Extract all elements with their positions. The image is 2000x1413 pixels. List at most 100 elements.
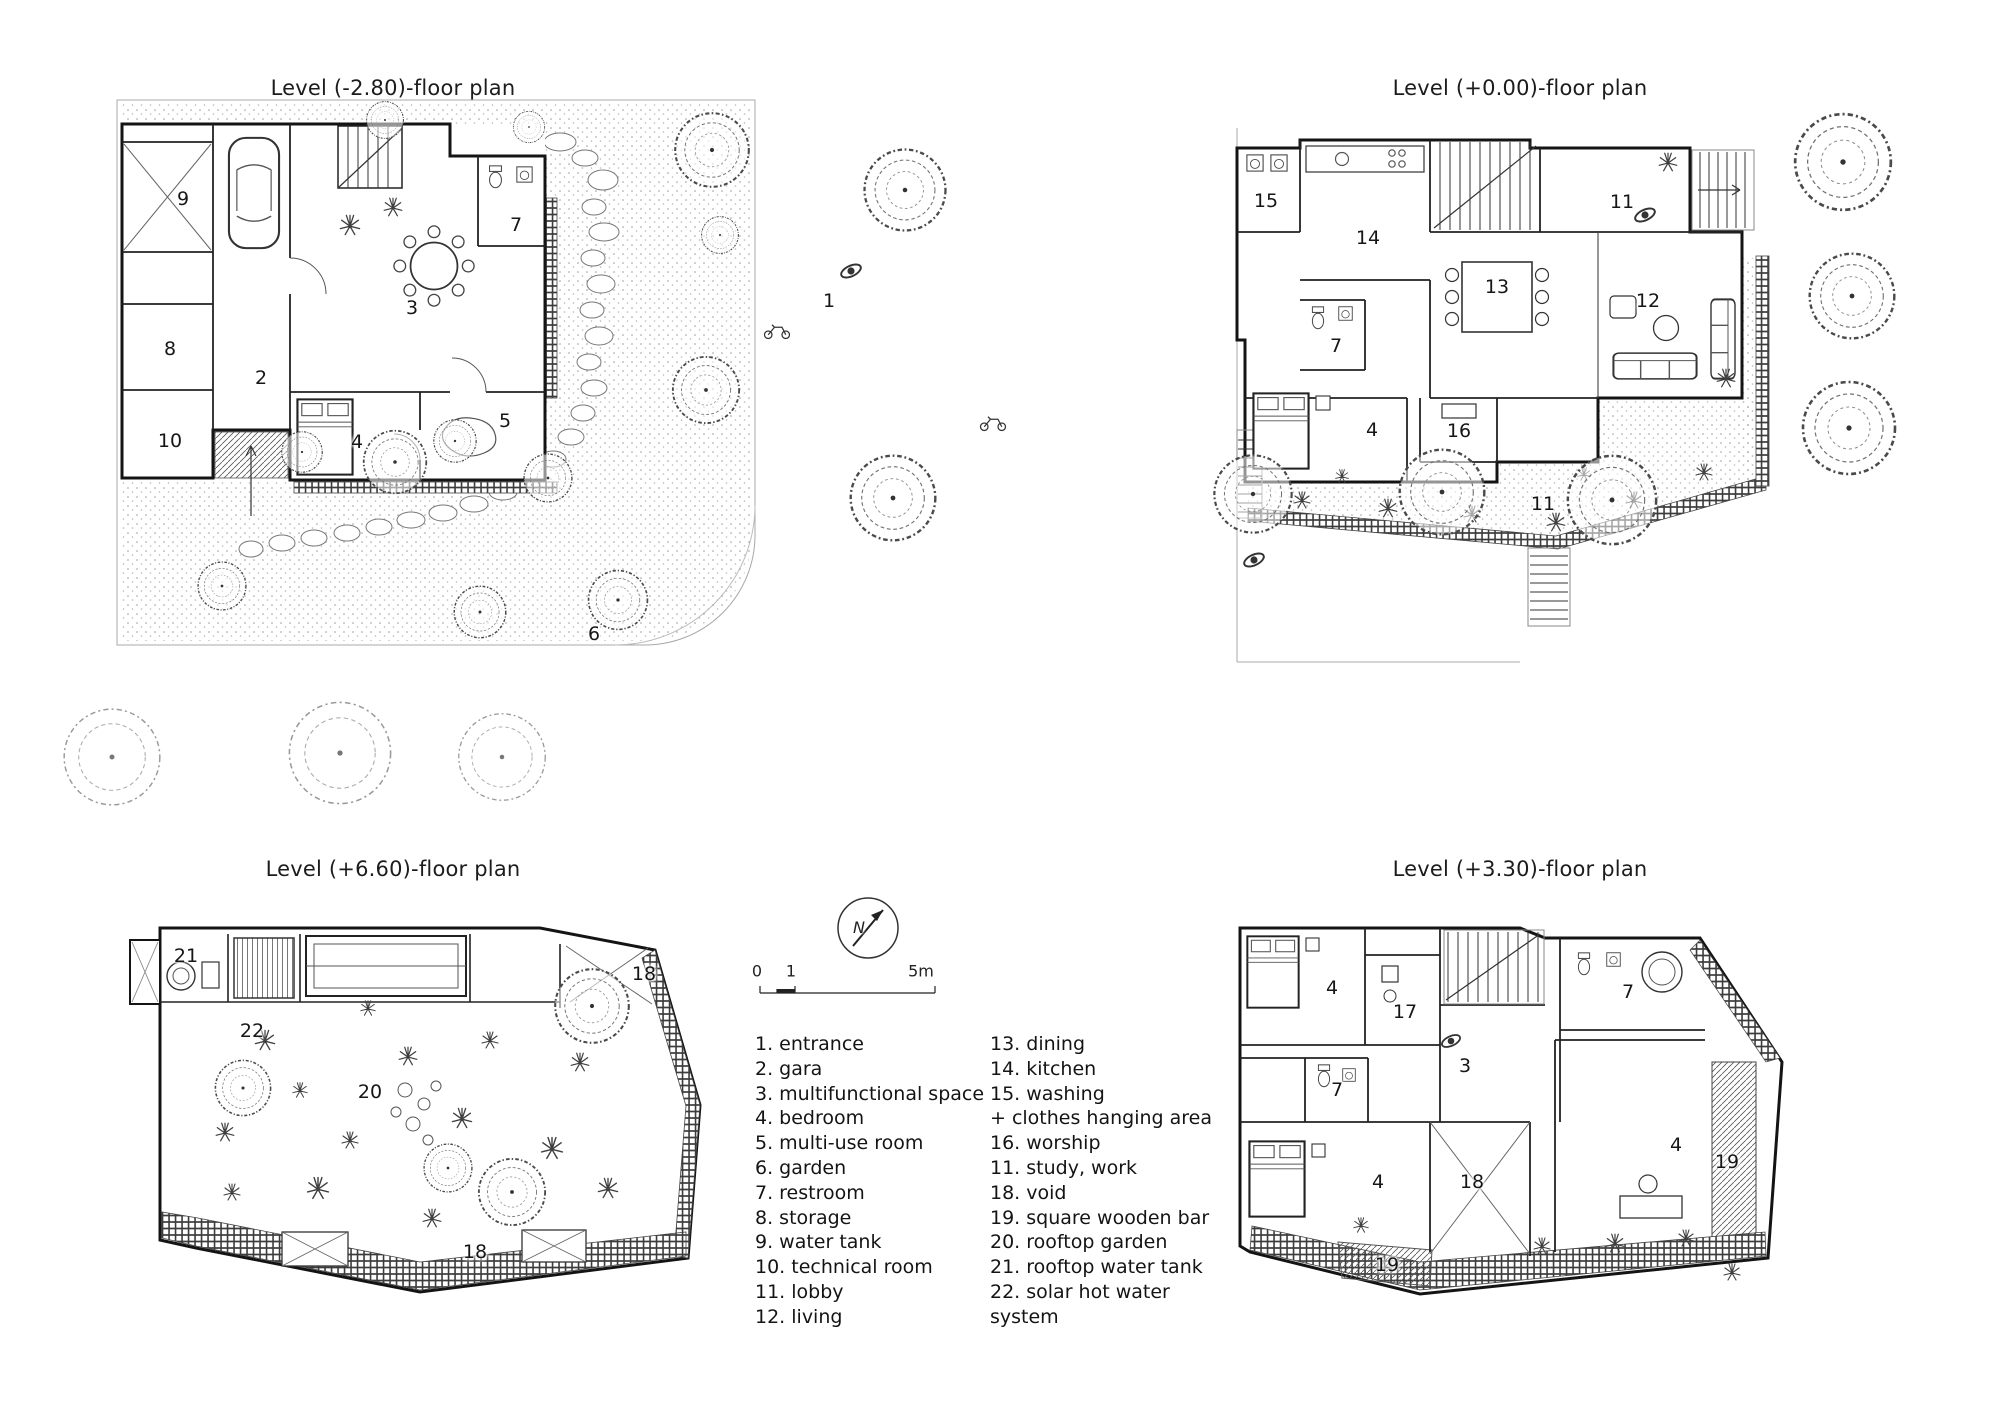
legend-entry: 14. kitchen [990,1057,1097,1080]
room-number-label: 5 [498,410,512,432]
legend-entry: 11. lobby [755,1280,844,1303]
room-number-label: 18 [631,963,657,985]
plan-basement-drawing [63,99,1007,806]
room-number-label: 10 [157,430,183,452]
entry-stairs [1691,149,1755,231]
nightstand-icon [1315,395,1331,411]
water-tank [166,961,220,991]
scale-bar [759,986,936,994]
person-icon [838,260,864,282]
room-number-label: 1 [822,290,836,312]
legend-entry: 15. washing [990,1082,1105,1105]
dining-table-icon [393,225,475,307]
scale-tick-label: 0 [751,961,763,981]
room-number-label: 4 [350,431,364,453]
room-number-label: 17 [1392,1001,1418,1023]
water-tank-cross [123,143,212,251]
room-number-label: 16 [1446,420,1472,442]
skylight [305,935,467,997]
room-number-label: 19 [1374,1254,1400,1276]
dining-set [1444,261,1550,333]
stool-icon [1383,989,1397,1003]
legend-entry: 19. square wooden bar [990,1206,1210,1229]
room-number-label: 4 [1325,977,1339,999]
room-number-label: 3 [1458,1055,1472,1077]
legend-entry: 18. void [990,1181,1067,1204]
void-cross [1429,1121,1531,1255]
armchair-icon [1609,295,1637,319]
legend-entry: 3. multifunctional space [755,1082,985,1105]
room-number-label: 15 [1253,190,1279,212]
wooden-bar-wedge [1337,1241,1433,1287]
room-number-label: 7 [1621,981,1635,1003]
bed-icon [1246,935,1300,1009]
brick-band-south [161,1211,687,1291]
washer-icon [1246,154,1264,172]
room-number-label: 4 [1365,419,1379,441]
room-number-label: 22 [239,1020,265,1042]
plan-roof-drawing [129,926,702,1294]
sink-icon [1606,952,1621,967]
sink-icon [1338,306,1353,321]
coffee-table-icon [1652,314,1680,342]
scale-tick-label: 1 [785,961,797,981]
chair-icon [1638,1174,1658,1194]
kitchen-counter [1305,145,1425,173]
legend-entry: 6. garden [755,1156,847,1179]
desk-icon [1619,1195,1683,1219]
room-number-label: 6 [587,623,601,645]
altar-icon [1441,403,1477,419]
plan-title-second: Level (+3.30)-floor plan [1392,857,1648,881]
room-number-label: 21 [173,945,199,967]
nightstand-icon [1311,1143,1326,1158]
room-number-label: 12 [1635,290,1661,312]
sink-icon [516,166,533,183]
car-icon [227,136,281,250]
north-label: N [853,918,865,937]
legend-entry: 22. solar hot water [990,1280,1170,1303]
legend-entry: 9. water tank [755,1231,882,1254]
legend-entry: 8. storage [755,1206,852,1229]
sofa-icon [1612,352,1698,380]
stairs [1443,929,1545,1005]
room-number-label: 9 [176,188,190,210]
legend-entry: 4. bedroom [755,1107,865,1130]
toilet-icon [1317,1064,1331,1088]
legend-entry: 21. rooftop water tank [990,1256,1203,1279]
moped-icon [763,324,791,340]
plan-ground-drawing [1213,112,1897,663]
room-number-label: 11 [1609,191,1635,213]
solar-panel [233,937,295,999]
stairs [337,125,403,189]
room-number-label: 7 [509,214,523,236]
legend-entry: + clothes hanging area [990,1107,1213,1130]
room-number-label: 14 [1355,227,1381,249]
washer-icon [1270,154,1288,172]
cabinet-icon [1381,965,1399,983]
room-number-label: 11 [1530,493,1556,515]
plan-second-drawing [1238,926,1784,1296]
north-compass [837,897,899,959]
brick-band-east [1755,255,1770,487]
brick-band-south [293,481,558,494]
brick-band-east [545,197,558,399]
moped-icon [979,416,1007,432]
plan-title-roof: Level (+6.60)-floor plan [265,857,521,881]
legend-entry: 12. living [755,1305,843,1328]
scale-tick-label: 5m [908,961,934,981]
room-number-label: 7 [1330,1079,1344,1101]
legend-entry: 13. dining [990,1033,1086,1055]
legend-entry: 16. worship [990,1132,1101,1155]
toilet-icon [489,165,502,189]
stones [390,1080,442,1146]
garden-stairs [1527,547,1571,627]
legend-entry: 2. gara [755,1057,823,1080]
room-number-label: 7 [1329,335,1343,357]
legend-entry: 5. multi-use room [755,1132,924,1155]
plan-title-basement: Level (-2.80)-floor plan [270,76,516,100]
brick-band-ne [1689,939,1781,1063]
